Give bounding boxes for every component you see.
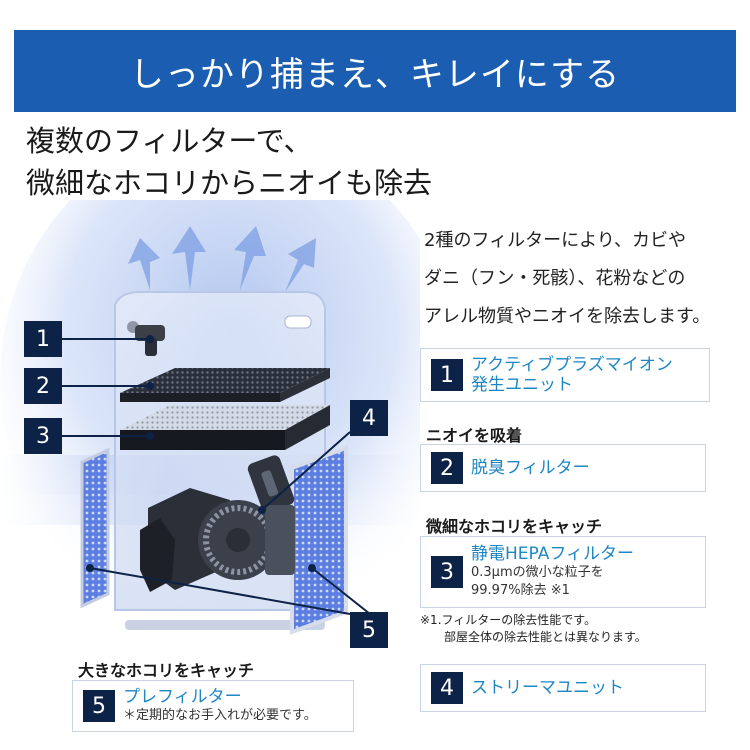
- feature-number: 3: [431, 556, 463, 588]
- airflow-arrows: [128, 226, 316, 292]
- section-label-odor: ニオイを吸着: [426, 426, 523, 445]
- footnote-line-1: ※1.フィルターの除去性能です。: [420, 613, 597, 627]
- feature-title: 静電HEPAフィルター: [471, 544, 634, 564]
- headline-line-1: 複数のフィルターで、: [26, 124, 313, 158]
- purifier-illustration: [0, 200, 420, 635]
- footnote-line-2: 部屋全体の除去性能とは異なります。: [444, 630, 647, 644]
- feature-number: 5: [83, 690, 115, 722]
- feature-number: 2: [431, 452, 463, 484]
- title-banner: しっかり捕まえ、キレイにする: [14, 30, 736, 112]
- callout-5: 5: [350, 612, 388, 648]
- description: 2種のフィルターにより、カビや ダニ（フン・死骸）、花粉などの アレル物質やニオ…: [424, 222, 744, 336]
- feature-detail: ＊定期的なお手入れが必要です。: [123, 708, 317, 723]
- callout-1: 1: [24, 321, 62, 357]
- callout-3: 3: [24, 418, 62, 454]
- feature-title: アクティブプラズマイオン: [471, 355, 673, 375]
- blower-fan: [140, 488, 295, 592]
- pre-filter-right: [290, 445, 348, 635]
- section-label-large-dust: 大きなホコリをキャッチ: [78, 661, 255, 680]
- description-line-1: 2種のフィルターにより、カビや: [424, 230, 687, 251]
- feature-title: 発生ユニット: [471, 375, 573, 395]
- footnote: ※1.フィルターの除去性能です。 部屋全体の除去性能とは異なります。: [420, 612, 647, 646]
- ion-unit: [127, 321, 165, 356]
- feature-card-deodorizing-filter: 2 脱臭フィルター: [420, 444, 706, 492]
- description-line-2: ダニ（フン・死骸）、花粉などの: [424, 268, 686, 289]
- description-line-3: アレル物質やニオイを除去します。: [424, 306, 711, 327]
- headline-line-2: 微細なホコリからニオイも除去: [26, 166, 433, 200]
- section-label-fine-dust: 微細なホコリをキャッチ: [426, 517, 603, 536]
- hepa-filter: [120, 405, 330, 450]
- feature-detail: 0.3μmの微小な粒子を: [471, 565, 604, 580]
- feature-number: 1: [431, 359, 463, 391]
- callout-dots: [86, 335, 316, 572]
- feature-number: 4: [431, 672, 463, 704]
- callout-lines: [60, 338, 371, 615]
- feature-card-hepa-filter: 3 静電HEPAフィルター 0.3μmの微小な粒子を 99.97%除去 ※1: [420, 536, 706, 608]
- feature-detail: 99.97%除去 ※1: [471, 583, 570, 598]
- callout-2: 2: [24, 368, 62, 404]
- feature-card-pre-filter: 5 プレフィルター ＊定期的なお手入れが必要です。: [72, 680, 354, 732]
- feature-card-streamer-unit: 4 ストリーマユニット: [420, 664, 706, 712]
- callout-4: 4: [350, 400, 388, 436]
- feature-card-ion-unit: 1 アクティブプラズマイオン 発生ユニット: [420, 348, 710, 402]
- pre-filter-left: [80, 447, 110, 609]
- banner-title: しっかり捕まえ、キレイにする: [129, 54, 621, 95]
- feature-title: ストリーマユニット: [471, 678, 624, 698]
- headline: 複数のフィルターで、 微細なホコリからニオイも除去: [26, 120, 432, 204]
- streamer-unit: [247, 455, 295, 513]
- feature-title: プレフィルター: [123, 687, 242, 707]
- deodorizing-filter: [120, 368, 330, 402]
- feature-title: 脱臭フィルター: [471, 458, 590, 478]
